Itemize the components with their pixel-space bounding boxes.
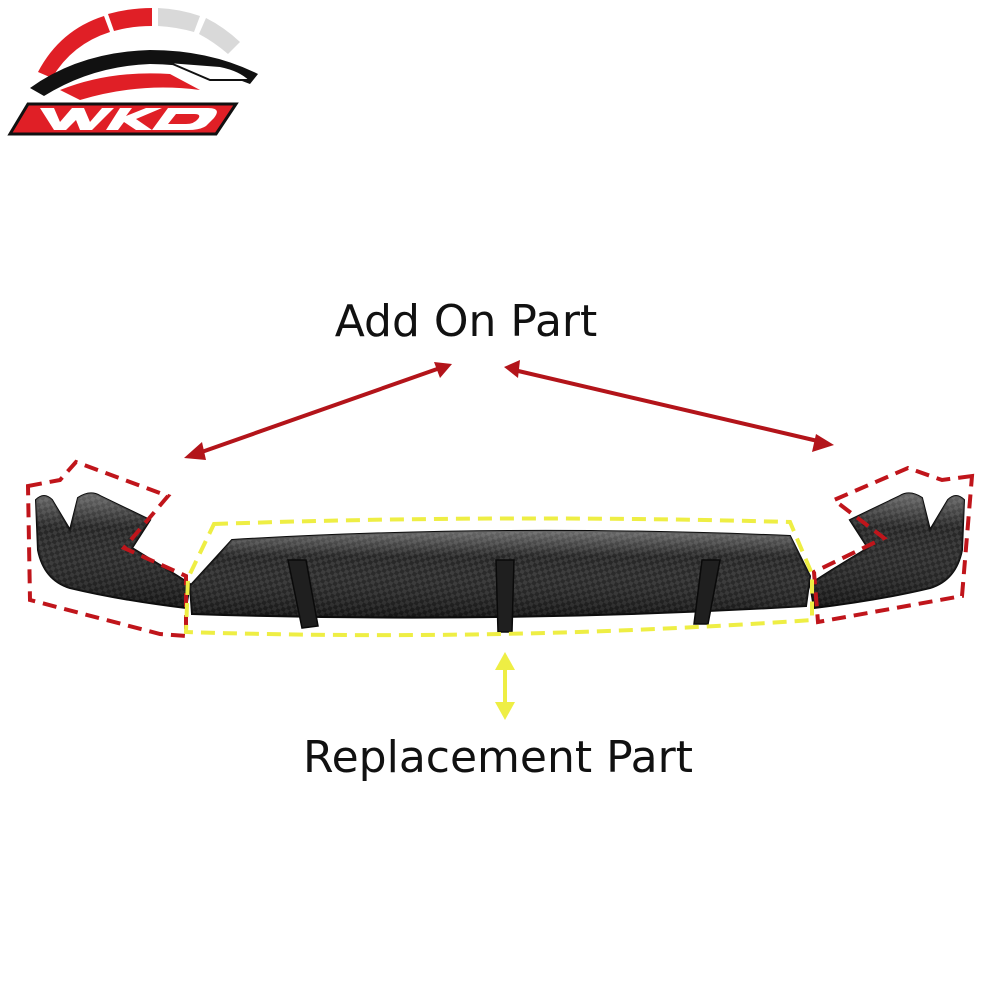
right-add-on-part (808, 492, 966, 610)
replacement-arrow (495, 652, 515, 720)
replacement-part-label: Replacement Part (303, 732, 693, 783)
brand-logo (7, 8, 258, 136)
add-on-part-label: Add On Part (335, 296, 598, 347)
add-on-arrows (184, 360, 834, 460)
speedometer-icon (38, 8, 240, 78)
add-on-outlines (25, 459, 975, 639)
replacement-outline (183, 516, 814, 638)
logo-lettering (7, 102, 239, 136)
car-silhouette-icon (30, 50, 258, 100)
center-replacement-part (188, 529, 812, 633)
left-add-on-part (34, 492, 192, 610)
